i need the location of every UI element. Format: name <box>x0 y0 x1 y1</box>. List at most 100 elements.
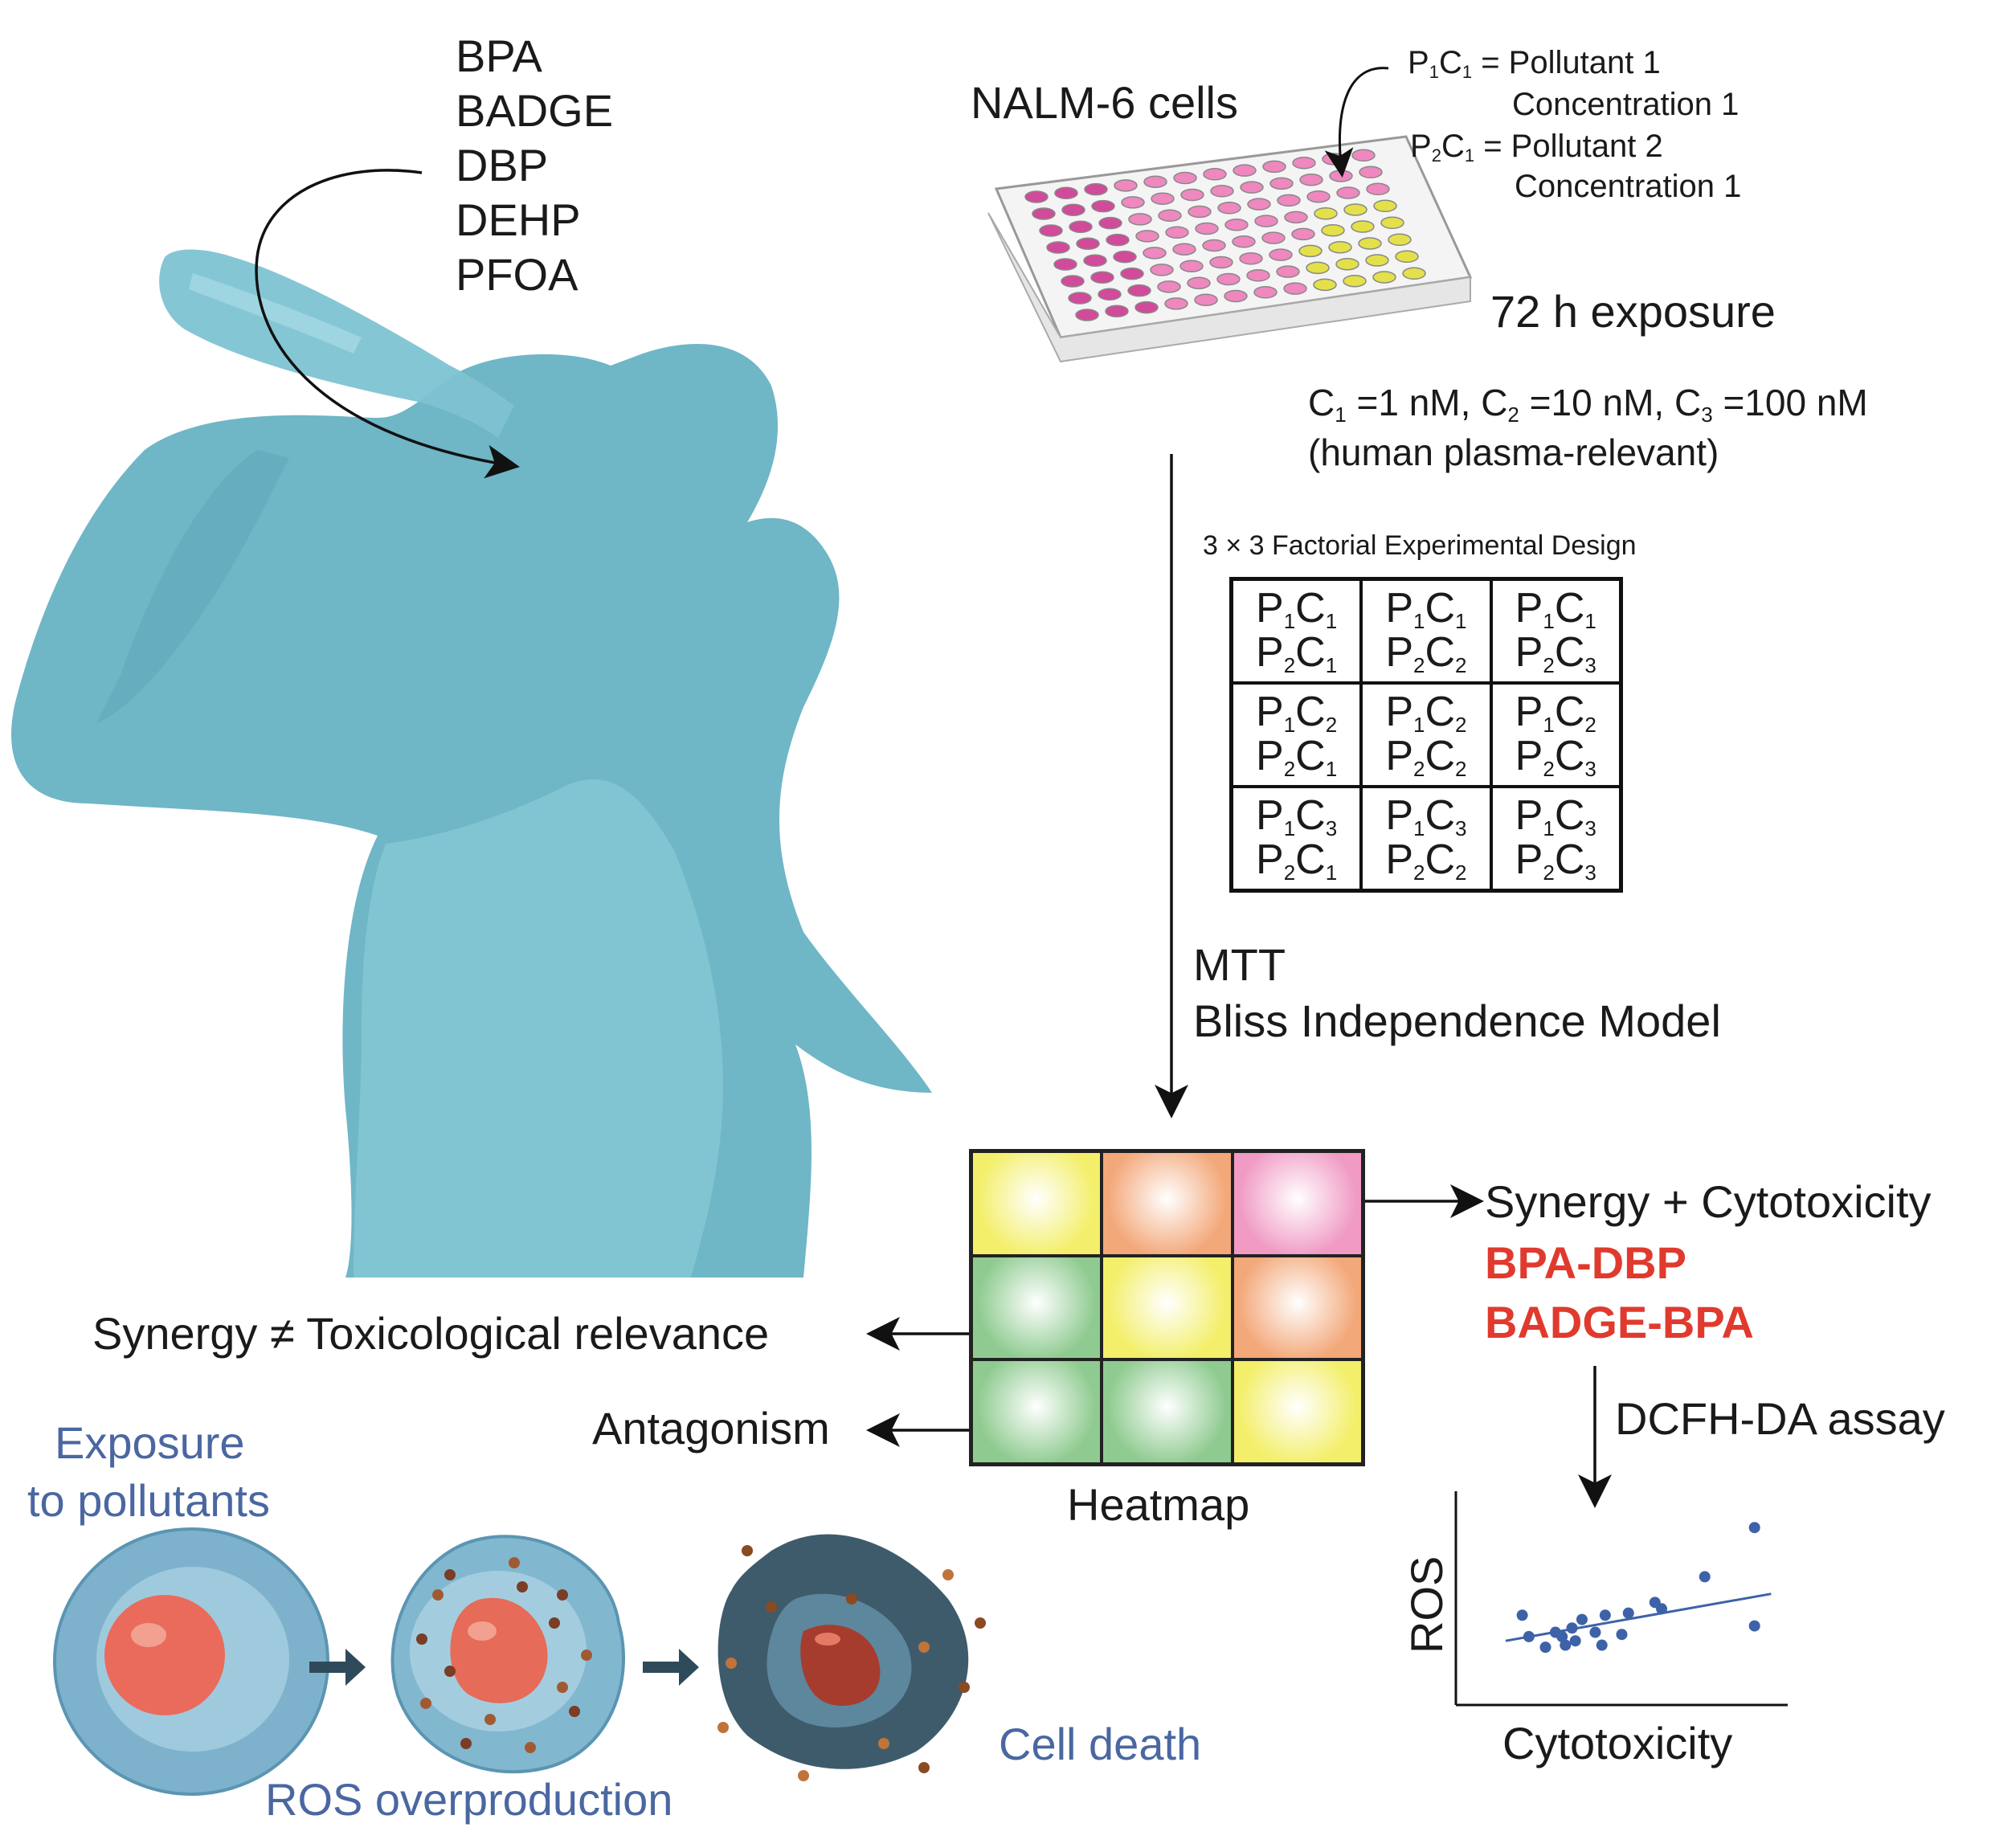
debris-speck <box>717 1722 729 1733</box>
ros-speck <box>444 1569 456 1580</box>
debris-speck <box>959 1682 970 1693</box>
plate-well <box>1202 239 1226 252</box>
design-cell-code: P1C1 <box>1256 584 1338 633</box>
scatter-point <box>1616 1629 1628 1641</box>
scatter-plot <box>1454 1491 1788 1707</box>
plate-well <box>1188 205 1212 219</box>
plate-well <box>1150 264 1174 276</box>
plate-well <box>1090 271 1114 284</box>
plate-well <box>1269 177 1294 190</box>
heatmap-grid <box>969 1149 1365 1466</box>
plate-well <box>1373 199 1397 213</box>
plate-well <box>1254 215 1278 227</box>
dying-cell <box>717 1534 986 1781</box>
plate-well <box>1187 276 1211 289</box>
plate-well <box>1313 278 1337 292</box>
design-cell-code: P1C2 <box>1385 688 1467 737</box>
design-cell-code: P1C2 <box>1256 688 1338 737</box>
design-cell-code: P2C3 <box>1515 732 1596 781</box>
legend-entry-1: P1C1 = Pollutant 1 <box>1408 45 1661 82</box>
plate-well <box>1233 164 1257 177</box>
scatter-point <box>1576 1613 1588 1625</box>
ros-speck <box>557 1682 568 1693</box>
design-cell-code: P2C1 <box>1256 628 1338 677</box>
plate-well <box>1165 226 1189 239</box>
plate-well <box>1358 237 1382 250</box>
plate-well <box>1098 216 1122 230</box>
scatter-trendline <box>1505 1592 1772 1642</box>
debris-speck <box>918 1762 930 1773</box>
plate-well <box>1039 224 1063 237</box>
scatter-point <box>1699 1571 1711 1583</box>
debris-speck <box>918 1642 930 1653</box>
synergy-neq-label: Synergy ≠ Toxicological relevance <box>92 1308 770 1359</box>
plate-well <box>1262 160 1286 174</box>
plate-well <box>1173 171 1197 185</box>
design-cell-code: P2C2 <box>1385 836 1467 885</box>
plate-well <box>1253 286 1278 299</box>
plate-well <box>1224 289 1248 303</box>
plate-well <box>1179 260 1204 272</box>
plate-well <box>1283 282 1307 295</box>
debris-speck <box>766 1601 777 1613</box>
scatter-point <box>1649 1597 1661 1609</box>
ros-speck <box>557 1589 568 1601</box>
plate-well <box>1217 202 1241 215</box>
pollutant-item: DEHP <box>456 194 581 245</box>
scatter-point <box>1539 1642 1551 1654</box>
plate-well <box>1261 231 1286 244</box>
ros-speck <box>432 1589 444 1601</box>
design-cell-code: P2C2 <box>1385 628 1467 677</box>
scatter-point <box>1622 1607 1634 1619</box>
exposure-label: 72 h exposure <box>1490 286 1776 337</box>
ros-speck <box>460 1738 472 1749</box>
legend-entry-1-conc: Concentration 1 <box>1512 87 1739 122</box>
plate-well <box>1232 235 1256 248</box>
ros-cell <box>390 1535 625 1774</box>
exposure-stage-line1: Exposure <box>55 1417 245 1468</box>
plate-well <box>1084 182 1108 196</box>
synergy-cytotoxicity-label: Synergy + Cytotoxicity <box>1485 1176 1932 1227</box>
plate-well <box>1351 220 1375 233</box>
heatmap-cell <box>1102 1359 1233 1464</box>
ros-speck <box>420 1698 431 1709</box>
plate-well <box>1172 243 1196 256</box>
plate-well <box>1091 199 1115 213</box>
design-cell-code: P2C2 <box>1385 732 1467 781</box>
plate-well <box>1209 256 1233 269</box>
plate-well <box>1247 198 1271 211</box>
heatmap-cell <box>971 1151 1102 1256</box>
plate-well <box>1195 222 1219 235</box>
design-cell-code: P2C3 <box>1515 836 1596 885</box>
plate-well <box>1061 275 1085 288</box>
plate-well <box>1395 250 1419 264</box>
design-cell-code: P1C3 <box>1256 791 1338 840</box>
plate-well <box>1106 233 1130 247</box>
ros-speck <box>509 1557 520 1568</box>
debris-speck <box>942 1569 954 1580</box>
debris-speck <box>878 1738 889 1749</box>
plate-well <box>1336 186 1360 199</box>
plate-well <box>1224 219 1249 231</box>
plate-well <box>1380 216 1404 230</box>
assay-label: DCFH-DA assay <box>1615 1393 1945 1444</box>
cells-label: NALM-6 cells <box>971 77 1238 128</box>
heatmap-cell <box>971 1255 1102 1360</box>
ros-speck <box>525 1742 536 1753</box>
ros-speck <box>569 1706 580 1717</box>
plate-well <box>1365 254 1389 267</box>
plate-well <box>1240 181 1264 194</box>
plate-well <box>1306 261 1330 275</box>
design-cell-code: P1C3 <box>1515 791 1596 840</box>
plate-well <box>1024 190 1049 203</box>
scatter-point <box>1596 1639 1608 1651</box>
pollutant-item: BADGE <box>456 85 614 136</box>
legend-arrow <box>1324 67 1389 178</box>
plate-well <box>1075 309 1099 321</box>
plate-well <box>1351 149 1376 162</box>
ros-speck <box>581 1650 592 1661</box>
plate-well <box>1068 292 1092 305</box>
plate-well <box>1158 209 1182 222</box>
